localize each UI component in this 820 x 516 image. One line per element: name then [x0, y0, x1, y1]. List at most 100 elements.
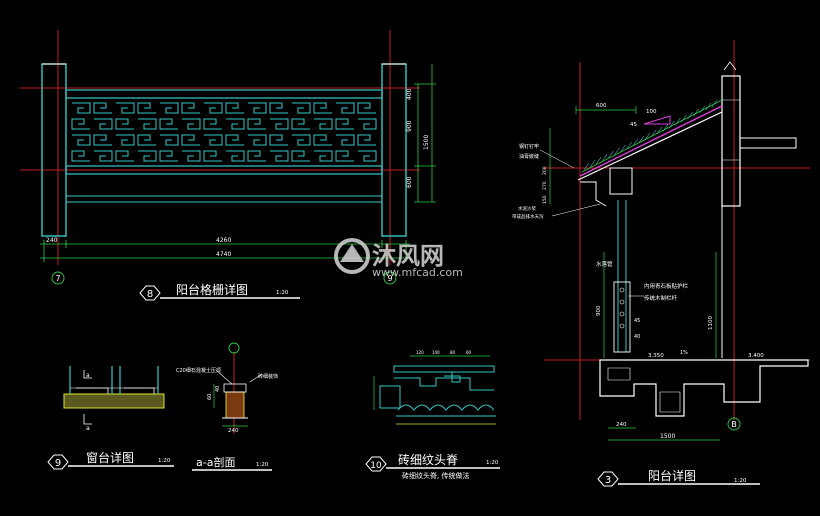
note-nail: 钢钉钉牢	[519, 143, 539, 150]
scale-aa: 1:20	[256, 462, 269, 468]
title-number-9: 9	[55, 458, 61, 469]
lattice-cell	[291, 118, 310, 130]
lattice-cell	[71, 118, 90, 130]
note-brick-decor: 砖细装饰	[258, 373, 278, 380]
lattice-cell	[358, 150, 377, 162]
roof-tile	[614, 147, 620, 156]
lattice-cell	[292, 102, 311, 114]
ridge-dim-120: 120	[416, 350, 424, 355]
lattice-cell	[181, 134, 200, 146]
slope-100: 100	[646, 109, 657, 115]
ridge-dim-140: 140	[432, 350, 440, 355]
lattice-cell	[292, 134, 311, 146]
lattice-cell	[336, 102, 355, 114]
dimension-lines-8	[40, 64, 436, 262]
roof-tile	[650, 129, 657, 138]
dim-60: 60	[207, 394, 213, 400]
lattice-cell	[72, 134, 91, 146]
title-number-10: 10	[370, 461, 382, 471]
title-brick-ridge: 砖细纹头脊	[398, 452, 458, 467]
axis-label-7: 7	[55, 274, 60, 283]
roof-tile	[589, 159, 596, 168]
roof-membrane	[579, 105, 723, 177]
lattice-cell	[115, 150, 134, 162]
sill-slab	[63, 393, 165, 409]
dim-4740: 4740	[216, 251, 231, 258]
left-dim-200: 200	[542, 166, 548, 175]
title-bubble-3	[597, 471, 619, 487]
slab	[739, 137, 797, 149]
note-downpipe: 水落管	[596, 260, 613, 268]
dimension-lines-3	[549, 106, 720, 441]
lattice-cell	[225, 102, 244, 114]
roof-tile	[595, 156, 602, 165]
lattice-cell	[115, 118, 134, 130]
roof-tile	[656, 126, 663, 135]
section-mark-top: a	[86, 372, 90, 379]
dim-240-bal: 240	[616, 422, 627, 428]
roof-tile	[711, 99, 718, 108]
slope-1pct: 1%	[680, 350, 688, 356]
roof-line	[577, 111, 723, 181]
axis-label-9: 9	[387, 274, 392, 283]
lattice-cell	[336, 134, 355, 146]
roof-tile	[687, 111, 693, 120]
note-caulk: 油膏嵌缝	[519, 153, 539, 160]
left-dim-270: 270	[542, 181, 548, 190]
lattice-cell	[159, 118, 178, 130]
axis-bubble-7	[51, 271, 65, 285]
lattice-cell	[358, 118, 377, 130]
note-wood-rail: 传统木制栏杆	[644, 294, 678, 302]
brick-ridge-detail: 120 140 80 60 10 砖细纹头脊 1:20 砖细纹头脊, 传统做法	[365, 350, 500, 480]
dim-40-rail: 40	[634, 334, 640, 340]
dim-40: 40	[215, 386, 221, 392]
lattice-cell	[203, 118, 222, 130]
lattice-cell	[204, 102, 223, 114]
lattice-cell	[137, 102, 156, 114]
watermark-url: www.mfcad.com	[372, 266, 463, 279]
lattice-cell	[93, 102, 112, 114]
balcony-section-detail: 600 100 45 钢钉钉牢 油膏嵌缝 200 270 150 水泥沙浆 带成…	[512, 40, 810, 487]
roof-tile	[699, 105, 705, 114]
lattice-cell	[182, 150, 201, 162]
scale-10: 1:20	[486, 460, 499, 466]
watermark: 沐风网 www.mfcad.com	[334, 238, 463, 279]
lattice-cell	[138, 150, 157, 162]
dim-900: 900	[406, 120, 413, 132]
lattice-cell	[270, 118, 289, 130]
lattice-cell	[247, 118, 266, 130]
roof-tile	[681, 114, 687, 123]
title-number-8: 8	[147, 289, 153, 300]
roof-tile	[662, 123, 669, 132]
section-a-a: C20细石混凝土压顶 砖细装饰 60 40 240 a-a剖面 1:20	[176, 342, 278, 471]
lattice-cell	[248, 102, 267, 114]
eave-beam	[609, 167, 633, 195]
lattice-cell	[72, 102, 91, 114]
dim-1500: 1500	[423, 135, 430, 150]
watermark-brand: 沐风网	[372, 242, 444, 270]
lattice-cell	[314, 118, 333, 130]
level-3400: 3.400	[748, 353, 764, 359]
lattice-cell	[94, 150, 113, 162]
floor-slab	[599, 359, 809, 417]
axis-bubble-b	[727, 417, 741, 431]
roof-tile	[675, 117, 681, 126]
lattice-cell	[116, 134, 135, 146]
lattice-cell	[357, 134, 376, 146]
lattice-cell	[94, 118, 113, 130]
bottom-rail	[65, 165, 383, 175]
title-section-aa: a-a剖面	[196, 455, 235, 469]
lattice-cell	[160, 134, 179, 146]
title-balcony-section: 阳台详图	[648, 468, 696, 483]
roof-tile	[693, 108, 699, 117]
section-brick	[225, 391, 245, 419]
dim-240: 240	[46, 237, 58, 244]
lattice-cell	[138, 118, 157, 130]
lattice-cell	[357, 102, 376, 114]
lattice-cell	[335, 150, 354, 162]
slope-45: 45	[630, 122, 637, 128]
note-stone-rail: 内用青石板贴护栏	[644, 282, 689, 290]
lattice-cell	[269, 102, 288, 114]
lattice-cell	[270, 150, 289, 162]
roof-tiles	[583, 99, 718, 171]
